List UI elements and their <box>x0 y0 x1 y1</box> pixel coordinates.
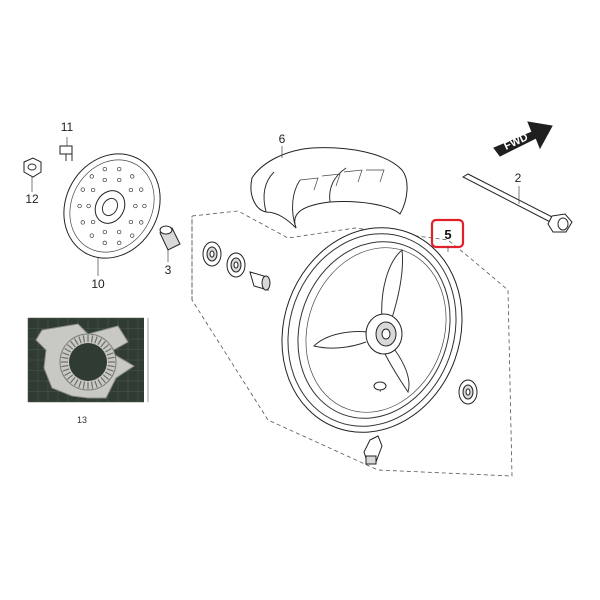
tire-valve <box>363 381 387 465</box>
tone-wheel-slot <box>107 364 115 368</box>
disc-vent-hole <box>133 203 138 209</box>
disc-vent-hole <box>89 174 94 179</box>
assembly-frame <box>191 210 513 477</box>
tone-wheel-slot <box>73 338 79 345</box>
bearing-right <box>458 379 478 405</box>
tone-wheel-slot <box>66 344 74 350</box>
part-label-6: 6 <box>279 132 286 146</box>
tone-wheel-slot <box>70 340 76 348</box>
tone-wheel-slot <box>64 371 71 377</box>
tone-wheel-slot <box>100 376 106 384</box>
disc-vent-hole <box>90 219 96 225</box>
bearing-left <box>202 241 222 267</box>
distance-collar <box>249 271 271 291</box>
disc-vent-hole <box>128 219 134 225</box>
tone-wheel-slot <box>100 340 106 348</box>
tone-wheel-slot <box>66 374 74 380</box>
part-label-10: 10 <box>91 277 105 291</box>
part-label-13: 13 <box>77 415 87 425</box>
disc-vent-hole <box>139 187 144 192</box>
disc-vent-hole <box>80 187 85 192</box>
disc-vent-hole <box>130 174 135 179</box>
disc-vent-hole <box>130 233 135 238</box>
tone-wheel-slot <box>97 338 103 345</box>
disc-vent-hole <box>89 233 94 238</box>
disc-vent-hole <box>117 240 122 246</box>
tone-wheel-slot <box>73 379 79 386</box>
tone-wheel-slot <box>94 336 98 344</box>
tone-wheel-slot <box>106 352 114 356</box>
tone-wheel-slot <box>82 381 86 389</box>
collar <box>159 225 181 262</box>
tone-wheel-slot <box>70 376 76 384</box>
tone-wheel-slot <box>62 368 70 372</box>
tone-wheel-slot <box>107 356 115 360</box>
tone-wheel-slot <box>61 356 69 360</box>
forward-label: FWD <box>502 131 530 152</box>
tone-wheel-photo <box>27 317 149 403</box>
tire <box>250 146 408 229</box>
disc-vent-hole <box>90 187 96 193</box>
disc-vent-hole <box>139 220 144 225</box>
tone-wheel-slot <box>102 344 110 350</box>
tone-wheel-slot <box>94 380 98 388</box>
tone-wheel-slot <box>78 336 82 344</box>
tone-wheel-slot <box>78 380 82 388</box>
disc-vent-hole <box>102 229 107 235</box>
disc-vent-hole <box>102 240 107 246</box>
disc-vent-hole <box>117 229 122 235</box>
tone-wheel-slot <box>64 347 71 353</box>
tone-wheel-slot <box>61 364 69 368</box>
disc-vent-hole <box>102 166 107 172</box>
disc-vent-hole <box>142 203 147 209</box>
disc-vent-hole <box>117 177 122 183</box>
tone-wheel-slot <box>102 374 110 380</box>
disc-nut <box>23 157 42 192</box>
part-label-2: 2 <box>515 171 522 185</box>
part-label-11: 11 <box>61 120 74 134</box>
tone-wheel-slot <box>105 371 112 377</box>
axle <box>461 173 573 233</box>
tone-wheel-slot <box>105 347 112 353</box>
disc-vent-hole <box>117 166 122 172</box>
forward-arrow: FWD <box>493 121 553 157</box>
tone-wheel-slot <box>90 381 94 389</box>
brake-disc <box>63 153 161 276</box>
disc-vent-hole <box>128 187 134 193</box>
tone-wheel-slot <box>106 368 114 372</box>
disc-vent-hole <box>102 177 107 183</box>
tone-wheel-slot <box>90 335 94 343</box>
bearing-center <box>226 252 246 278</box>
part-label-3: 3 <box>165 263 172 277</box>
part-label-5: 5 <box>444 227 451 242</box>
tone-wheel-slot <box>97 379 103 386</box>
disc-bolt <box>59 137 73 161</box>
disc-vent-hole <box>80 220 85 225</box>
selected-part-highlight <box>430 218 465 249</box>
disc-vent-hole <box>86 203 91 209</box>
wheel-rim <box>281 227 463 433</box>
tone-wheel-slot <box>62 352 70 356</box>
part-label-12: 12 <box>25 192 39 206</box>
tone-wheel-slot <box>82 335 86 343</box>
disc-vent-hole <box>77 203 82 209</box>
